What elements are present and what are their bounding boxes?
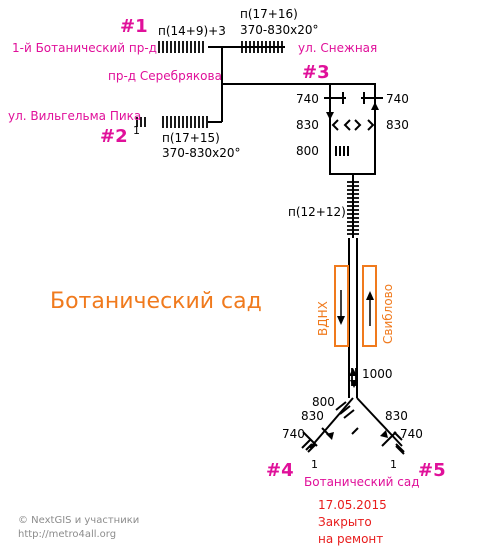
width-800-bottom: 800 xyxy=(312,395,335,409)
door-740-left xyxy=(324,92,346,104)
track-vdnh-label: ВДНХ xyxy=(316,301,330,336)
width-830-left: 830 xyxy=(296,118,319,132)
passage-exit-5 xyxy=(356,397,403,447)
exit-1b-ramp: 370-830x20° xyxy=(240,23,319,37)
notice-line-1: Закрыто xyxy=(318,515,372,529)
exit-1b-stairs: п(17+16) xyxy=(240,7,298,21)
notice-date: 17.05.2015 xyxy=(318,498,387,512)
door-740-exit-4 xyxy=(301,431,318,451)
stairs-800-bottom xyxy=(335,401,355,419)
exit-4-steps-count: 1 xyxy=(311,458,318,471)
stairs-exit-1-right xyxy=(241,41,283,53)
credits-link[interactable]: http://metro4all.org xyxy=(18,529,116,540)
exit-1-stairs: п(14+9)+3 xyxy=(158,24,226,38)
exit-1-number: #1 xyxy=(120,16,148,37)
width-740-bottom-left: 740 xyxy=(282,427,305,441)
exit-1-name: 1-й Ботанический пр-д xyxy=(12,41,157,55)
arrow-up-icon xyxy=(371,102,379,110)
box3-markers xyxy=(324,92,383,156)
exit-2-ramp: 370-830x20° xyxy=(162,146,241,160)
exit-2-name: ул. Вильгельма Пика xyxy=(8,109,141,123)
notice-line-2: на ремонт xyxy=(318,532,383,546)
arrow-up-icon xyxy=(366,291,374,300)
stairs-exit-1-left xyxy=(158,41,204,53)
single-step-exit-2 xyxy=(136,117,146,127)
vestibule-box xyxy=(329,83,376,175)
width-1000: 1000 xyxy=(362,367,393,381)
exit-1b-name: ул. Снежная xyxy=(298,41,377,55)
arrow-down-icon xyxy=(337,316,345,325)
width-740-right: 740 xyxy=(386,92,409,106)
passage-exit-4 xyxy=(309,397,354,449)
stairs-800 xyxy=(335,146,349,156)
exit-2-stairs: п(17+15) xyxy=(162,131,220,145)
width-800: 800 xyxy=(296,144,319,158)
width-830-right: 830 xyxy=(386,118,409,132)
bottom-fork xyxy=(301,397,405,455)
stairs-main-label: п(12+12) xyxy=(288,205,346,219)
exit-5-number: #5 xyxy=(418,460,446,481)
width-830-bottom-left: 830 xyxy=(301,409,324,423)
platform xyxy=(334,238,377,398)
turnstile-830-right xyxy=(343,119,375,131)
turnstiles-830-bottom xyxy=(321,427,359,435)
arrow-down-icon xyxy=(326,112,334,120)
door-740-right xyxy=(361,92,383,104)
arrow-up-icon xyxy=(349,368,357,376)
exit-2-steps-count: 1 xyxy=(133,124,140,137)
door-740-exit-5 xyxy=(381,431,405,455)
exit-3-street: пр-д Серебрякова xyxy=(108,69,222,83)
station-name: Ботанический сад xyxy=(50,289,262,314)
track-sviblovo-label: Свиблово xyxy=(381,284,395,344)
exit-2-number: #2 xyxy=(100,126,128,147)
width-830-bottom-right: 830 xyxy=(385,409,408,423)
arrow-out-icon xyxy=(380,430,388,438)
exit-5-steps-count: 1 xyxy=(390,458,397,471)
exit-3-number: #3 xyxy=(302,62,330,83)
arrow-in-icon xyxy=(326,432,334,440)
turnstile-830-left xyxy=(331,119,362,131)
exit-4-number: #4 xyxy=(266,460,294,481)
width-740-bottom-right: 740 xyxy=(400,427,423,441)
track-sviblovo xyxy=(362,265,377,347)
stairs-exit-2 xyxy=(136,116,208,128)
credits-line-1: © NextGIS и участники xyxy=(18,515,139,526)
arrow-down-icon xyxy=(350,380,358,388)
track-vdnh xyxy=(334,265,349,347)
platform-exit-label: Ботанический сад xyxy=(304,475,420,489)
width-740-left: 740 xyxy=(296,92,319,106)
stairs-main xyxy=(347,181,359,235)
